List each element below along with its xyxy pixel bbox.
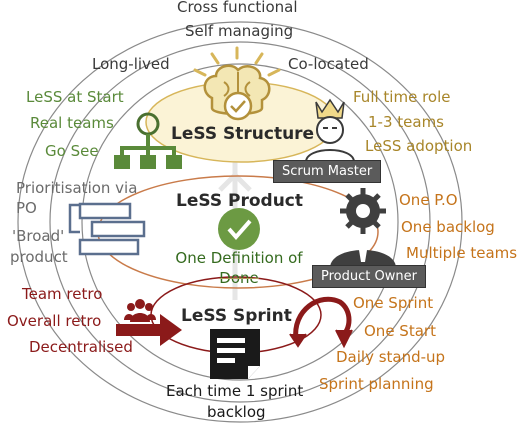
- inner-ring: [81, 63, 399, 381]
- scrum-master-tag: Scrum Master: [273, 160, 382, 183]
- cycle-arrow-icon: [289, 296, 353, 349]
- label-one-po: One P.O: [399, 191, 458, 209]
- dod-line-1: One Definition of: [175, 249, 303, 267]
- label-overall-retro: Overall retro: [7, 312, 102, 330]
- label-self-managing: Self managing: [185, 22, 294, 40]
- label-one-start: One Start: [364, 322, 436, 340]
- label-cross-functional: Cross functional: [177, 0, 298, 16]
- product-owner-tag: Product Owner: [312, 265, 426, 288]
- label-full-time-role: Full time role: [353, 88, 451, 106]
- label-one-backlog: One backlog: [401, 218, 495, 236]
- less-sprint-title: LeSS Sprint: [181, 306, 292, 326]
- org-chart-icon: [114, 112, 182, 169]
- dod-line-2: Done: [219, 269, 259, 287]
- label-less-at-start: LeSS at Start: [26, 88, 124, 106]
- document-icon: [210, 329, 260, 379]
- brain-gear-icon: [193, 46, 281, 121]
- outer-ring: [17, 21, 463, 423]
- less-product-title: LeSS Product: [176, 191, 304, 211]
- label-less-adoption: LeSS adoption: [365, 137, 473, 155]
- label-1-3-teams: 1-3 teams: [368, 113, 444, 131]
- label-long-lived: Long-lived: [92, 55, 170, 73]
- check-icon: [218, 208, 260, 250]
- scrum-master-icon: [304, 98, 356, 163]
- label-broad: 'Broad': [12, 227, 65, 245]
- label-backlog: backlog: [207, 403, 266, 421]
- label-decentralised: Decentralised: [29, 338, 133, 356]
- arrow-icon: [116, 314, 182, 346]
- product-owner-icon: [330, 188, 396, 268]
- middle-ring: [49, 41, 431, 403]
- label-daily-stand-up: Daily stand-up: [336, 348, 446, 366]
- backlog-icon: [68, 202, 146, 256]
- label-one-sprint: One Sprint: [353, 294, 434, 312]
- label-po: PO: [16, 199, 37, 217]
- label-real-teams: Real teams: [30, 114, 114, 132]
- one-definition-of-done: One Definition of Done: [168, 248, 310, 288]
- label-sprint-planning: Sprint planning: [319, 375, 434, 393]
- label-co-located: Co-located: [288, 55, 369, 73]
- team-icon: [124, 299, 156, 322]
- label-go-see: Go See: [45, 142, 99, 160]
- label-product: product: [10, 248, 68, 266]
- label-each-time-1-sprint: Each time 1 sprint: [166, 382, 304, 400]
- label-prioritisation-via: Prioritisation via: [16, 179, 138, 197]
- less-structure-title: LeSS Structure: [171, 124, 315, 144]
- label-team-retro: Team retro: [22, 285, 103, 303]
- label-multiple-teams: Multiple teams: [406, 244, 518, 262]
